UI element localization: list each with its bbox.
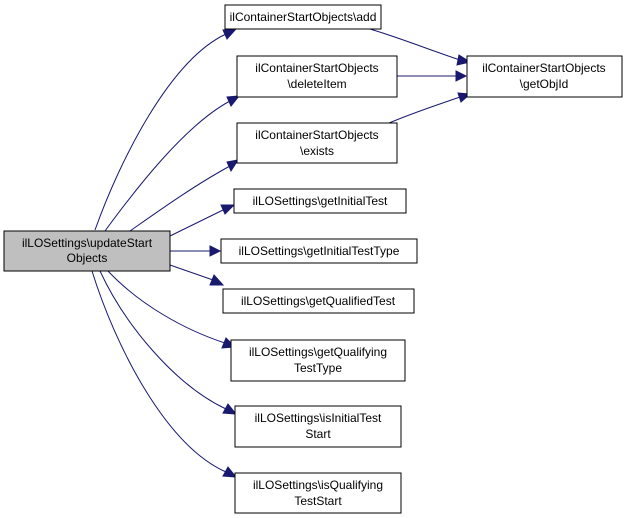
node-label-line-1: ilLOSettings\isQualifying xyxy=(253,478,383,492)
node-label-line-2: \getObjId xyxy=(520,77,569,91)
edge-update-to-get-initial-test-type xyxy=(170,245,222,257)
node-label-line-2: \exists xyxy=(300,144,334,158)
edge-update-to-get-qualified-test xyxy=(169,264,225,286)
node-update-start-objects[interactable]: ilLOSettings\updateStart Objects xyxy=(3,230,171,272)
edge-update-to-get-initial-test xyxy=(169,204,236,237)
node-label-line-2: \deleteItem xyxy=(287,77,346,91)
edge-update-to-exists xyxy=(129,159,240,232)
node-label-line-2: TestType xyxy=(294,361,342,375)
node-container-start-objects-get-obj-id[interactable]: ilContainerStartObjects \getObjId xyxy=(466,55,623,98)
node-label: ilLOSettings\getInitialTest xyxy=(253,194,388,208)
edge-delete-item-to-get-obj-id xyxy=(397,70,468,82)
edge-update-to-delete-item xyxy=(104,95,241,232)
node-label: ilContainerStartObjects\add xyxy=(230,10,377,24)
node-label: ilLOSettings\getInitialTestType xyxy=(239,244,400,258)
node-container-start-objects-exists[interactable]: ilContainerStartObjects \exists xyxy=(236,122,398,164)
edge-update-to-is-qualifying-test-start xyxy=(91,270,238,478)
node-lo-settings-get-qualified-test[interactable]: ilLOSettings\getQualifiedTest xyxy=(222,288,415,314)
node-container-start-objects-delete-item[interactable]: ilContainerStartObjects \deleteItem xyxy=(236,55,398,98)
node-label-line-2: Objects xyxy=(67,251,108,265)
edge-update-to-add xyxy=(94,28,238,231)
node-label-line-2: TestStart xyxy=(294,494,342,508)
edge-update-to-is-initial-test-start xyxy=(99,270,238,415)
edge-exists-to-get-obj-id xyxy=(388,92,472,124)
node-label-line-2: Start xyxy=(305,427,331,441)
node-container-start-objects-add[interactable]: ilContainerStartObjects\add xyxy=(224,4,382,30)
node-label-line-1: ilContainerStartObjects xyxy=(482,61,605,75)
node-label-line-1: ilLOSettings\getQualifying xyxy=(249,345,387,359)
node-lo-settings-is-initial-test-start[interactable]: ilLOSettings\isInitialTest Start xyxy=(234,405,402,448)
node-lo-settings-get-initial-test[interactable]: ilLOSettings\getInitialTest xyxy=(233,188,407,214)
node-label-line-1: ilLOSettings\updateStart xyxy=(22,236,153,250)
node-label-line-1: ilLOSettings\isInitialTest xyxy=(255,411,382,425)
node-label-line-1: ilContainerStartObjects xyxy=(255,128,378,142)
node-lo-settings-get-qualifying-test-type[interactable]: ilLOSettings\getQualifying TestType xyxy=(230,339,406,382)
node-label-line-1: ilContainerStartObjects xyxy=(255,61,378,75)
node-label: ilLOSettings\getQualifiedTest xyxy=(241,294,396,308)
node-lo-settings-get-initial-test-type[interactable]: ilLOSettings\getInitialTestType xyxy=(220,238,418,264)
node-lo-settings-is-qualifying-test-start[interactable]: ilLOSettings\isQualifying TestStart xyxy=(234,472,402,514)
